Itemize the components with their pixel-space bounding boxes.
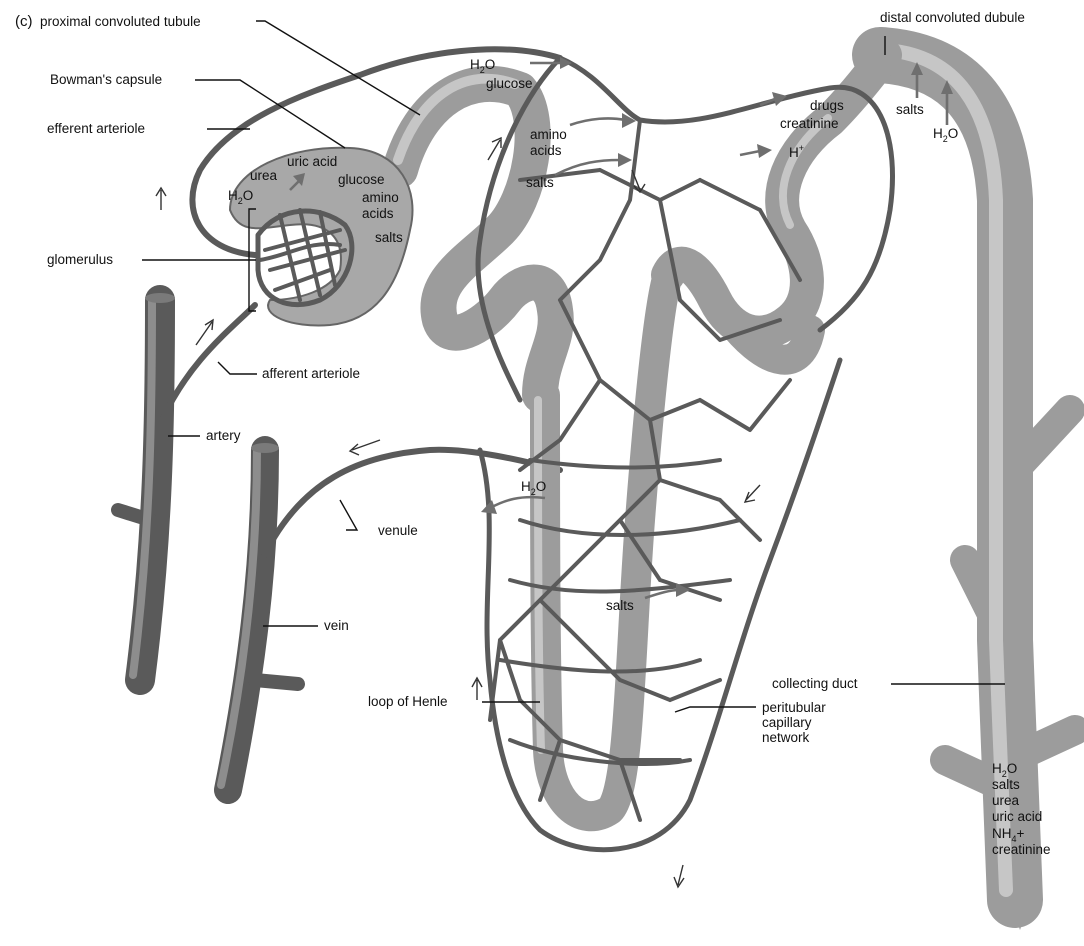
capsule-salts: salts [375, 230, 403, 245]
capsule-uric-acid: uric acid [287, 154, 337, 169]
mid-salts: salts [526, 175, 554, 190]
creatinine-label: creatinine [780, 116, 839, 131]
mid-amino-2: acids [530, 143, 562, 158]
artery-shape [118, 293, 175, 680]
collecting-duct-shape [880, 50, 1075, 930]
urine-uric-acid: uric acid [992, 809, 1042, 824]
loop-salts: salts [606, 598, 634, 613]
urine-salts: salts [992, 777, 1020, 792]
label-proximal-convoluted-tubule: proximal convoluted tubule [40, 14, 201, 29]
label-afferent-arteriole: afferent arteriole [262, 366, 360, 381]
distal-salts: salts [896, 102, 924, 117]
label-peritubular-3: network [762, 730, 810, 745]
label-bowmans-capsule: Bowman's capsule [50, 72, 162, 87]
label-glomerulus: glomerulus [47, 252, 113, 267]
mid-amino-1: amino [530, 127, 567, 142]
top-glucose: glucose [486, 76, 533, 91]
label-collecting-duct: collecting duct [772, 676, 858, 691]
label-venule: venule [378, 523, 418, 538]
label-distal-convoluted-tubule: distal convoluted dubule [880, 10, 1025, 25]
venule-shape [262, 450, 560, 560]
label-loop-of-henle: loop of Henle [368, 694, 448, 709]
urine-urea: urea [992, 793, 1020, 808]
label-vein: vein [324, 618, 349, 633]
distal-h2o: H2O [933, 126, 958, 144]
capsule-amino-2: acids [362, 206, 394, 221]
capsule-glucose: glucose [338, 172, 385, 187]
drugs-label: drugs [810, 98, 844, 113]
capsule-amino-1: amino [362, 190, 399, 205]
capsule-urea: urea [250, 168, 278, 183]
vein-shape [221, 443, 298, 790]
label-peritubular-2: capillary [762, 715, 812, 730]
label-efferent-arteriole: efferent arteriole [47, 121, 145, 136]
label-peritubular-1: peritubular [762, 700, 826, 715]
urine-creatinine: creatinine [992, 842, 1051, 857]
panel-letter: (c) [15, 13, 33, 30]
label-artery: artery [206, 428, 241, 443]
